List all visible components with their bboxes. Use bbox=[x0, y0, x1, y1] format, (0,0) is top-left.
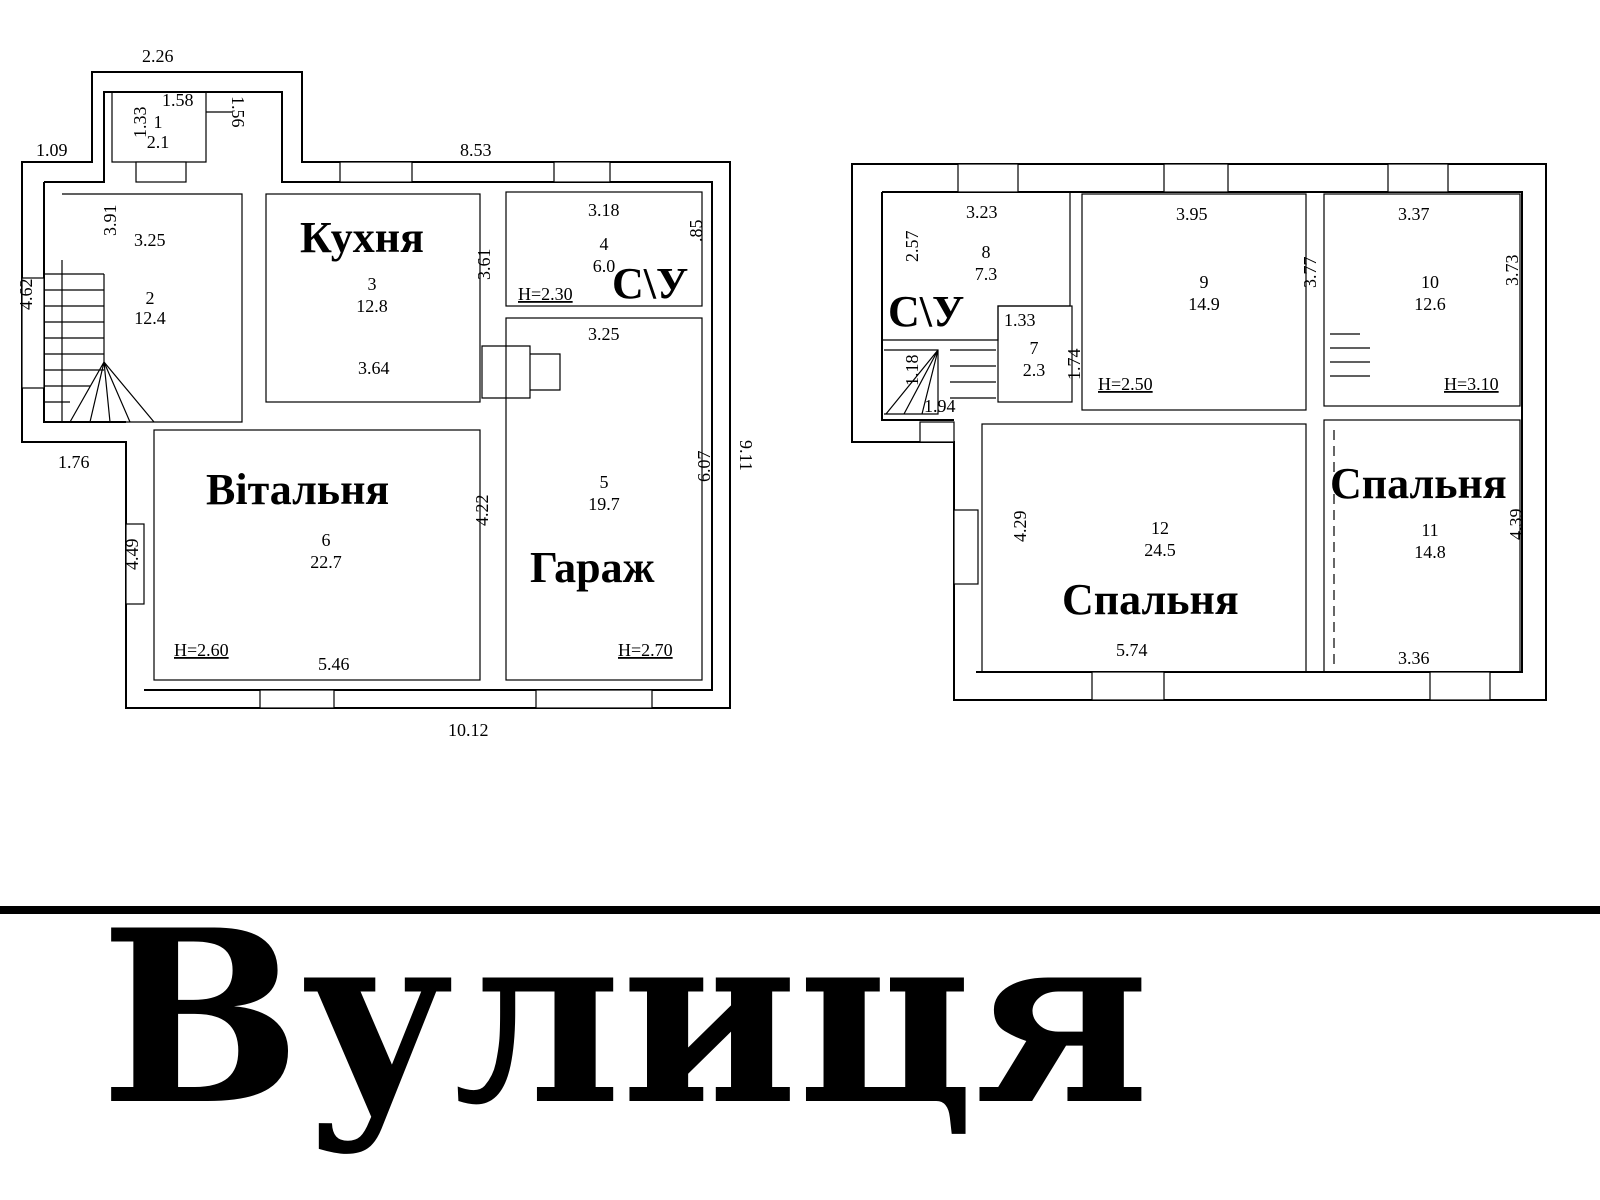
bedroom11-area: 14.8 bbox=[1414, 542, 1446, 562]
living-label: Вітальня bbox=[206, 465, 389, 514]
upper-stairs-icon bbox=[884, 333, 1370, 415]
bedroom12-area: 24.5 bbox=[1144, 540, 1176, 560]
bath1-label: С\У bbox=[612, 259, 688, 308]
room10-width: 3.37 bbox=[1398, 204, 1430, 224]
bath2-number: 8 bbox=[982, 242, 991, 262]
room9-width: 3.95 bbox=[1176, 204, 1208, 224]
corridor-width: 1.33 bbox=[1004, 310, 1036, 330]
hall-height: 3.91 bbox=[100, 205, 120, 237]
bath1-number: 4 bbox=[600, 234, 609, 254]
dim-1-09: 1.09 bbox=[36, 140, 68, 160]
living-width: 5.46 bbox=[318, 654, 350, 674]
street-divider-line bbox=[0, 906, 1600, 914]
street-label: Вулиця bbox=[100, 879, 1150, 1158]
stairs-icon bbox=[44, 273, 155, 423]
living-ceiling-height: H=2.60 bbox=[174, 640, 229, 660]
dim-8-53: 8.53 bbox=[460, 140, 492, 160]
dim-9-11: 9.11 bbox=[736, 440, 756, 471]
garage-width: 3.25 bbox=[588, 324, 620, 344]
hall-width: 3.25 bbox=[134, 230, 166, 250]
porch-dim-1-56: 1.56 bbox=[228, 96, 248, 128]
garage-ceiling-height: H=2.70 bbox=[618, 640, 673, 660]
hall-area: 12.4 bbox=[134, 308, 166, 328]
dim-2-26: 2.26 bbox=[142, 46, 174, 66]
room9-depth: 3.77 bbox=[1300, 257, 1320, 289]
dim-1-76: 1.76 bbox=[58, 452, 90, 472]
floor-plan: 2.26 1.09 8.53 4.62 1.76 4.49 9.11 10.12… bbox=[16, 46, 1547, 740]
room9-ceiling-height: H=2.50 bbox=[1098, 374, 1153, 394]
stair-dim-1-94: 1.94 bbox=[924, 396, 956, 416]
room10-ceiling-height: H=3.10 bbox=[1444, 374, 1499, 394]
corridor-area: 2.3 bbox=[1023, 360, 1046, 380]
porch-number: 1 bbox=[154, 112, 163, 132]
room10-area: 12.6 bbox=[1414, 294, 1446, 314]
room10-depth: 3.73 bbox=[1502, 255, 1522, 287]
upper-floor-plan: 3.23 2.57 8 7.3 С\У 1.33 7 2.3 1.74 1.18… bbox=[851, 163, 1547, 701]
bedroom11-number: 11 bbox=[1421, 520, 1438, 540]
bedroom12-number: 12 bbox=[1151, 518, 1169, 538]
garage-area: 19.7 bbox=[588, 494, 620, 514]
room9-area: 14.9 bbox=[1188, 294, 1220, 314]
garage-depth: 6.07 bbox=[694, 451, 714, 483]
bath1-depth: .85 bbox=[686, 220, 706, 243]
bedroom11-width: 3.36 bbox=[1398, 648, 1430, 668]
bedroom12-label: Спальня bbox=[1062, 575, 1239, 624]
kitchen-number: 3 bbox=[368, 274, 377, 294]
ground-floor-plan: 2.26 1.09 8.53 4.62 1.76 4.49 9.11 10.12… bbox=[16, 46, 756, 740]
dim-10-12: 10.12 bbox=[448, 720, 489, 740]
bedroom11-depth: 4.39 bbox=[1506, 509, 1526, 541]
corridor-number: 7 bbox=[1030, 338, 1039, 358]
room9-number: 9 bbox=[1200, 272, 1209, 292]
room10-number: 10 bbox=[1421, 272, 1439, 292]
living-number: 6 bbox=[322, 530, 331, 550]
stair-dim-1-18: 1.18 bbox=[902, 355, 922, 387]
porch-dim-1-33: 1.33 bbox=[130, 107, 150, 139]
corridor-depth: 1.74 bbox=[1064, 349, 1084, 381]
kitchen-height: 3.61 bbox=[474, 249, 494, 281]
bath2-label: С\У bbox=[888, 287, 964, 336]
bedroom11-label: Спальня bbox=[1330, 459, 1507, 508]
bedroom12-depth: 4.29 bbox=[1010, 511, 1030, 543]
porch-area: 2.1 bbox=[147, 132, 170, 152]
kitchen-width: 3.64 bbox=[358, 358, 390, 378]
bath2-depth: 2.57 bbox=[902, 231, 922, 263]
hall-number: 2 bbox=[146, 288, 155, 308]
dim-4-49: 4.49 bbox=[122, 539, 142, 571]
garage-number: 5 bbox=[600, 472, 609, 492]
living-depth: 4.22 bbox=[472, 495, 492, 527]
living-area: 22.7 bbox=[310, 552, 342, 572]
bath1-area: 6.0 bbox=[593, 256, 616, 276]
garage-label: Гараж bbox=[530, 543, 655, 592]
bath1-width: 3.18 bbox=[588, 200, 620, 220]
bath1-ceiling-height: H=2.30 bbox=[518, 284, 573, 304]
kitchen-label: Кухня bbox=[300, 213, 424, 262]
porch-dim-1-58: 1.58 bbox=[162, 90, 194, 110]
dim-4-62: 4.62 bbox=[16, 279, 36, 311]
bath2-width: 3.23 bbox=[966, 202, 998, 222]
bedroom12-width: 5.74 bbox=[1116, 640, 1148, 660]
bath2-area: 7.3 bbox=[975, 264, 998, 284]
kitchen-area: 12.8 bbox=[356, 296, 388, 316]
